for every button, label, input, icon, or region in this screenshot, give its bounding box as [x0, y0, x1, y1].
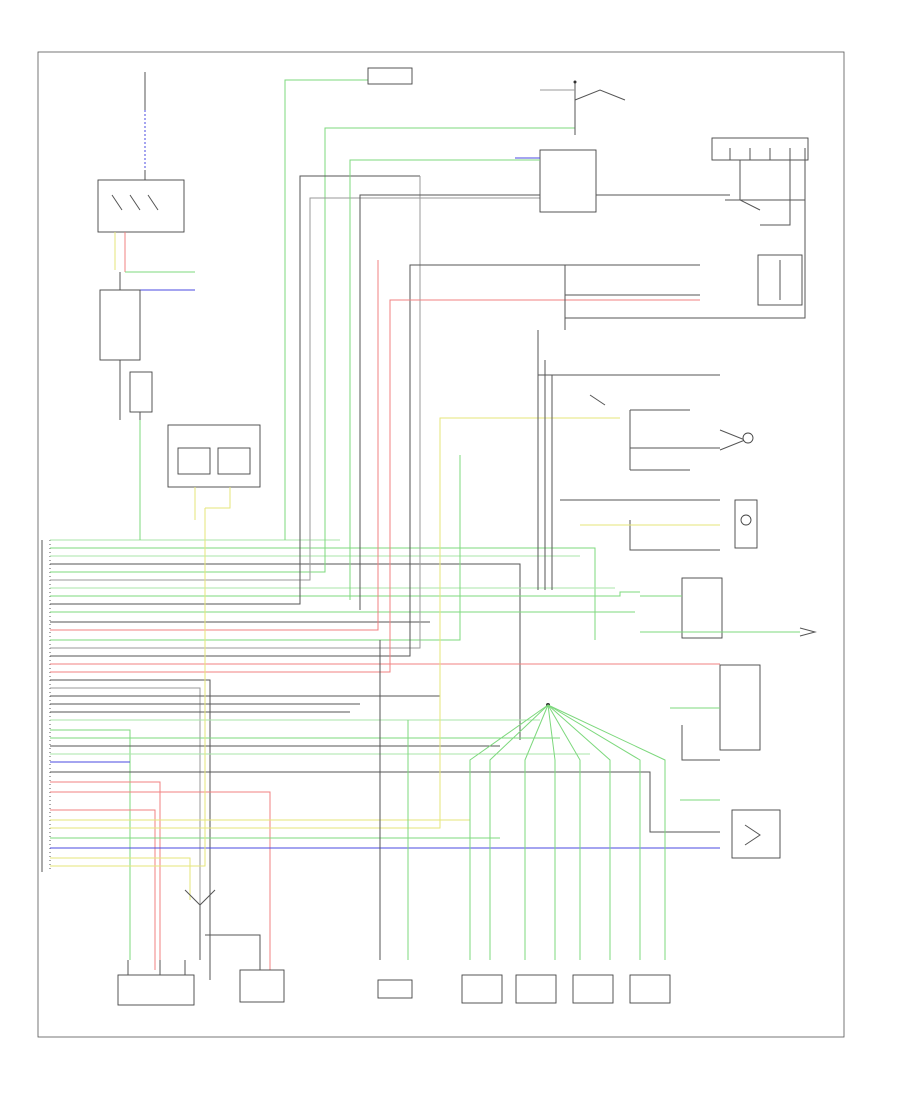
clutch-switch [129, 371, 153, 413]
injector-4 [629, 974, 671, 1004]
relay-module [99, 289, 141, 361]
right-sensors [560, 409, 817, 859]
injector-fanout [379, 640, 666, 960]
injector-3 [572, 974, 614, 1004]
control-unit-top [284, 67, 730, 610]
bottom-component-3 [377, 979, 413, 999]
ecu-right [681, 577, 723, 639]
right-top-connector [564, 137, 809, 330]
bottom-components [117, 889, 671, 1006]
top-sensor [367, 67, 413, 85]
diagram-frame [37, 51, 845, 1038]
center-trunk [537, 330, 720, 590]
speed-sensor [731, 809, 781, 859]
injector-1 [461, 974, 503, 1004]
junction-unit [167, 424, 261, 520]
bottom-component-2 [239, 969, 285, 1003]
throttle-sensor [719, 664, 761, 751]
control-unit [539, 149, 597, 213]
fuse-switch-chain [97, 72, 195, 540]
transmission-range-switch [97, 179, 185, 233]
ecm-connector-bus [41, 127, 720, 980]
injector-2 [515, 974, 557, 1004]
bottom-component-1 [117, 974, 195, 1006]
